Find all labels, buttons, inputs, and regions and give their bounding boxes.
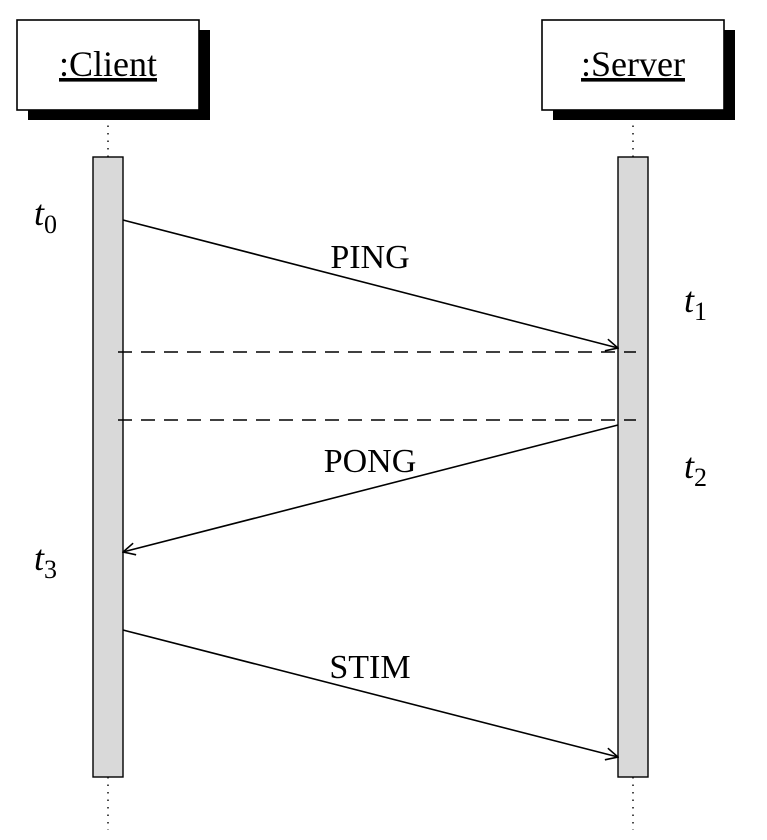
message-label-ping: PING xyxy=(330,239,409,276)
time-mark-t0: t0 xyxy=(34,193,57,239)
time-mark-t2: t2 xyxy=(684,446,707,492)
time-mark-t3-sub: 3 xyxy=(44,555,57,584)
time-mark-t2-base: t xyxy=(684,446,695,486)
time-mark-t0-sub: 0 xyxy=(44,210,57,239)
time-mark-t1-base: t xyxy=(684,280,695,320)
message-label-pong: PONG xyxy=(324,443,417,480)
actor-client: :Client xyxy=(16,19,210,120)
message-arrow-ping xyxy=(122,219,618,348)
actor-server: :Server xyxy=(541,19,735,120)
message-arrow-pong xyxy=(123,424,619,552)
actor-client-box xyxy=(16,19,200,111)
actor-server-box xyxy=(541,19,725,111)
time-mark-t1-sub: 1 xyxy=(694,297,707,326)
actor-server-label: :Server xyxy=(581,44,685,84)
activation-bar-client xyxy=(92,156,124,778)
time-mark-t3-base: t xyxy=(34,538,45,578)
actor-client-label: :Client xyxy=(59,44,157,84)
time-mark-t3: t3 xyxy=(34,538,57,584)
message-arrow-stim xyxy=(122,629,618,757)
time-mark-t0-base: t xyxy=(34,193,45,233)
activation-bar-server xyxy=(617,156,649,778)
time-mark-t2-sub: 2 xyxy=(694,463,707,492)
message-label-stim: STIM xyxy=(329,649,410,686)
time-mark-t1: t1 xyxy=(684,280,707,326)
